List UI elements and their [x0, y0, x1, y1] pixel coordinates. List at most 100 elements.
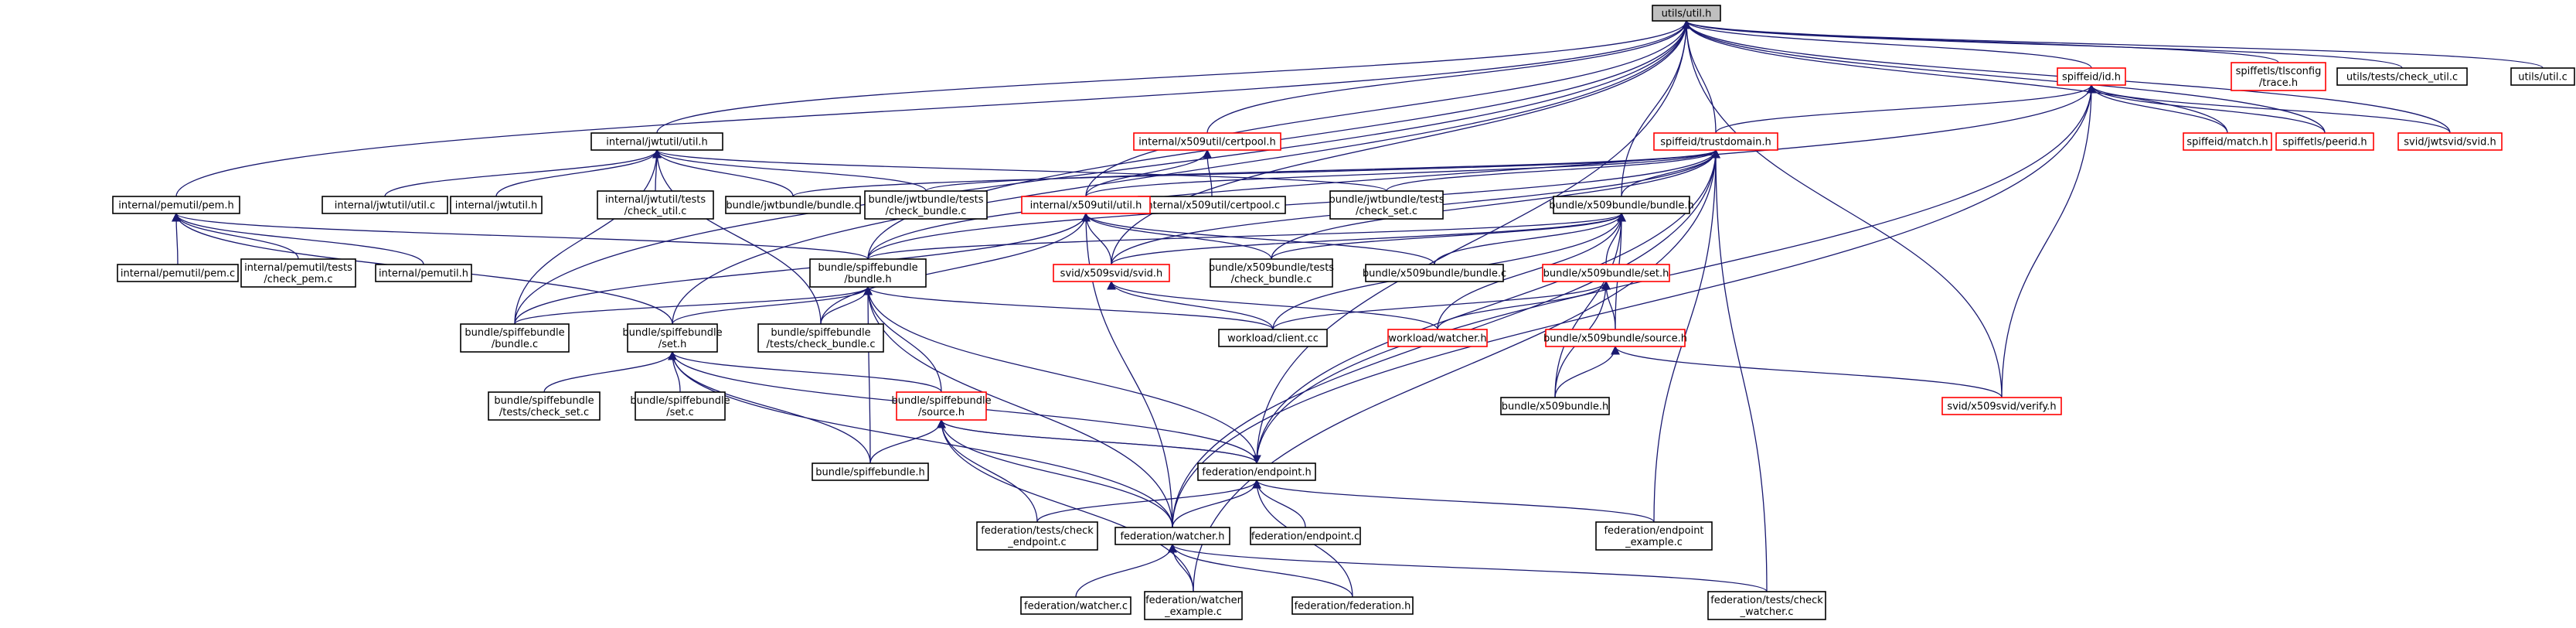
node-spiffebundle-bundle-c[interactable]: bundle/spiffebundle/bundle.c — [460, 323, 570, 353]
node-label: _example.c — [1164, 606, 1222, 618]
node-label: /set.c — [666, 407, 694, 418]
edge-fed_watcher_example-to-fed_watcher_h — [1168, 543, 1194, 592]
node-label: /check_set.c — [1356, 206, 1417, 217]
node-fed-watcher-h[interactable]: federation/watcher.h — [1114, 527, 1230, 545]
node-x509bundle-h[interactable]: bundle/x509bundle.h — [1500, 397, 1610, 415]
node-spiffeid-match[interactable]: spiffeid/match.h — [2183, 132, 2272, 151]
node-fed-endpoint-c[interactable]: federation/endpoint.c — [1250, 527, 1361, 545]
node-fed-federation[interactable]: federation/federation.h — [1291, 596, 1414, 615]
node-x509bundle-source[interactable]: bundle/x509bundle/source.h — [1543, 329, 1687, 347]
node-jwtbundle-tests-set[interactable]: bundle/jwtbundle/tests/check_set.c — [1329, 190, 1445, 220]
edge-workload_client-to-x509svid_svid — [1107, 280, 1274, 330]
node-jwtutil-util-h[interactable]: internal/jwtutil/util.h — [590, 132, 723, 151]
node-spiffeid-id[interactable]: spiffeid/id.h — [2057, 67, 2126, 86]
node-x509util-certpool-c[interactable]: internal/x509util/certpool.c — [1138, 196, 1286, 214]
node-label: bundle/x509bundle/tests — [1209, 262, 1334, 274]
node-trustdomain[interactable]: spiffeid/trustdomain.h — [1653, 132, 1778, 151]
node-label: internal/jwtutil/util.c — [335, 200, 435, 212]
node-label: /trace.h — [2259, 77, 2298, 89]
node-label: bundle/x509bundle.h — [1502, 401, 1608, 413]
node-fed-tests-endpoint[interactable]: federation/tests/check_endpoint.c — [976, 521, 1098, 551]
edge-spiffebundle_source-to-fed_endpoint_h — [941, 419, 1261, 465]
node-fed-tests-watcher[interactable]: federation/tests/check_watcher.c — [1707, 591, 1826, 620]
node-x509bundle-bundle-c[interactable]: bundle/x509bundle/bundle.c — [1363, 264, 1506, 282]
edge-fed_endpoint_h-to-spiffeid_id — [1256, 84, 2096, 464]
node-label: internal/jwtutil/util.h — [606, 137, 707, 148]
node-box — [1210, 258, 1333, 288]
node-jwtbundle-bundle-c[interactable]: bundle/jwtbundle/bundle.c — [725, 196, 861, 214]
node-label: spiffetls/tlsconfig — [2236, 66, 2322, 77]
node-box — [488, 391, 601, 421]
node-workload-watcher[interactable]: workload/watcher.h — [1387, 329, 1488, 347]
node-label: svid/x509svid/svid.h — [1060, 268, 1163, 280]
node-workload-client[interactable]: workload/client.cc — [1218, 329, 1328, 347]
node-box — [597, 190, 714, 220]
node-pemutil-tests[interactable]: internal/pemutil/tests/check_pem.c — [240, 258, 356, 288]
node-spiffetls-peerid[interactable]: spiffetls/peerid.h — [2275, 132, 2374, 151]
edge-pemutil_pem_h-to-root — [175, 19, 1691, 197]
node-utils-tests-check[interactable]: utils/tests/check_util.c — [2336, 67, 2468, 86]
edge-fed_tests_endpoint-to-spiffebundle_source — [937, 418, 1038, 523]
node-label: spiffetls/peerid.h — [2282, 137, 2367, 148]
edge-jwtsvid_svid-to-spiffeid_id — [2087, 84, 2451, 134]
edge-x509svid_verify-to-spiffeid_id — [2001, 84, 2096, 398]
node-jwtbundle-tests-bundle[interactable]: bundle/jwtbundle/tests/check_bundle.c — [864, 190, 988, 220]
node-box — [450, 196, 543, 214]
edge-workload_client-to-spiffebundle_bundle_h — [863, 285, 1274, 330]
node-utils-util-c[interactable]: utils/util.c — [2510, 67, 2575, 86]
node-pemutil-pem-c[interactable]: internal/pemutil/pem.c — [117, 264, 239, 282]
node-label: federation/tests/check — [981, 525, 1094, 537]
node-spiffetls-tlsconfig[interactable]: spiffetls/tlsconfig/trace.h — [2231, 62, 2326, 91]
node-jwtutil-util-c[interactable]: internal/jwtutil/util.c — [322, 196, 448, 214]
node-x509bundle-tests-bundle[interactable]: bundle/x509bundle/tests/check_bundle.c — [1209, 258, 1334, 288]
node-fed-watcher-c[interactable]: federation/watcher.c — [1020, 596, 1131, 615]
edge-spiffebundle_bundle_c-to-jwtutil_util_h — [514, 148, 662, 325]
node-pemutil-pem-h[interactable]: internal/pemutil/pem.h — [112, 196, 240, 214]
edge-spiffeid_match-to-root — [1682, 19, 2228, 134]
node-spiffebundle-set-c[interactable]: bundle/spiffebundle/set.c — [630, 391, 730, 421]
node-x509bundle-set-h[interactable]: bundle/x509bundle/set.h — [1542, 264, 1670, 282]
node-fed-endpoint-example[interactable]: federation/endpoint_example.c — [1595, 521, 1713, 551]
node-x509bundle-bundle-h[interactable]: bundle/x509bundle/bundle.h — [1549, 196, 1694, 214]
node-spiffebundle-set-h[interactable]: bundle/spiffebundle/set.h — [622, 323, 723, 353]
node-box — [812, 462, 929, 481]
node-fed-endpoint-h[interactable]: federation/endpoint.h — [1197, 462, 1316, 481]
node-box — [627, 323, 718, 353]
node-x509svid-svid[interactable]: svid/x509svid/svid.h — [1053, 264, 1170, 282]
node-spiffebundle-h[interactable]: bundle/spiffebundle.h — [812, 462, 929, 481]
node-label: internal/jwtutil/tests — [605, 194, 706, 206]
node-jwtsvid-svid[interactable]: svid/jwtsvid/svid.h — [2397, 132, 2503, 151]
edge-spiffeid_match-to-spiffeid_id — [2087, 84, 2228, 134]
edge-fed_tests_watcher-to-fed_watcher_h — [1168, 543, 1768, 592]
node-box — [2275, 132, 2374, 151]
node-fed-watcher-example[interactable]: federation/watcher_example.c — [1144, 591, 1243, 620]
node-label: bundle/spiffebundle — [818, 262, 917, 274]
edge-spiffebundle_set_h-to-spiffebundle_bundle_h — [672, 285, 873, 325]
node-label: /bundle.h — [844, 274, 891, 285]
node-box — [976, 521, 1098, 551]
edge-spiffebundle_source-to-spiffebundle_bundle_h — [863, 285, 942, 393]
node-box — [1250, 527, 1361, 545]
node-jwtutil-h[interactable]: internal/jwtutil.h — [450, 196, 543, 214]
edge-spiffebundle_tests_set-to-spiffebundle_set_h — [543, 350, 677, 393]
node-box — [590, 132, 723, 151]
node-box — [1053, 264, 1170, 282]
node-label: internal/pemutil.h — [379, 268, 468, 280]
node-spiffebundle-tests-set[interactable]: bundle/spiffebundle/tests/check_set.c — [488, 391, 601, 421]
node-spiffebundle-tests-bundle[interactable]: bundle/spiffebundle/tests/check_bundle.c — [757, 323, 884, 353]
node-x509svid-verify[interactable]: svid/x509svid/verify.h — [1941, 397, 2062, 415]
edge-spiffebundle_bundle_h-to-pemutil_pem_h — [172, 212, 869, 260]
node-jwtutil-tests[interactable]: internal/jwtutil/tests/check_util.c — [597, 190, 714, 220]
node-x509util-certpool-h[interactable]: internal/x509util/certpool.h — [1133, 132, 1281, 151]
node-spiffebundle-source[interactable]: bundle/spiffebundle/source.h — [891, 391, 992, 421]
node-pemutil-h[interactable]: internal/pemutil.h — [375, 264, 472, 282]
node-x509util-util-h[interactable]: internal/x509util/util.h — [1021, 196, 1151, 214]
node-label: internal/pemutil/pem.c — [121, 268, 235, 280]
node-root[interactable]: utils/util.h — [1652, 5, 1721, 22]
edge-jwtbundle_bundle_c-to-jwtutil_util_h — [652, 148, 794, 197]
node-box — [864, 190, 988, 220]
edge-spiffebundle_bundle_c-to-spiffebundle_bundle_h — [514, 285, 873, 325]
node-spiffebundle-bundle-h[interactable]: bundle/spiffebundle/bundle.h — [809, 258, 927, 288]
edge-fed_endpoint_c-to-fed_endpoint_h — [1252, 479, 1306, 528]
